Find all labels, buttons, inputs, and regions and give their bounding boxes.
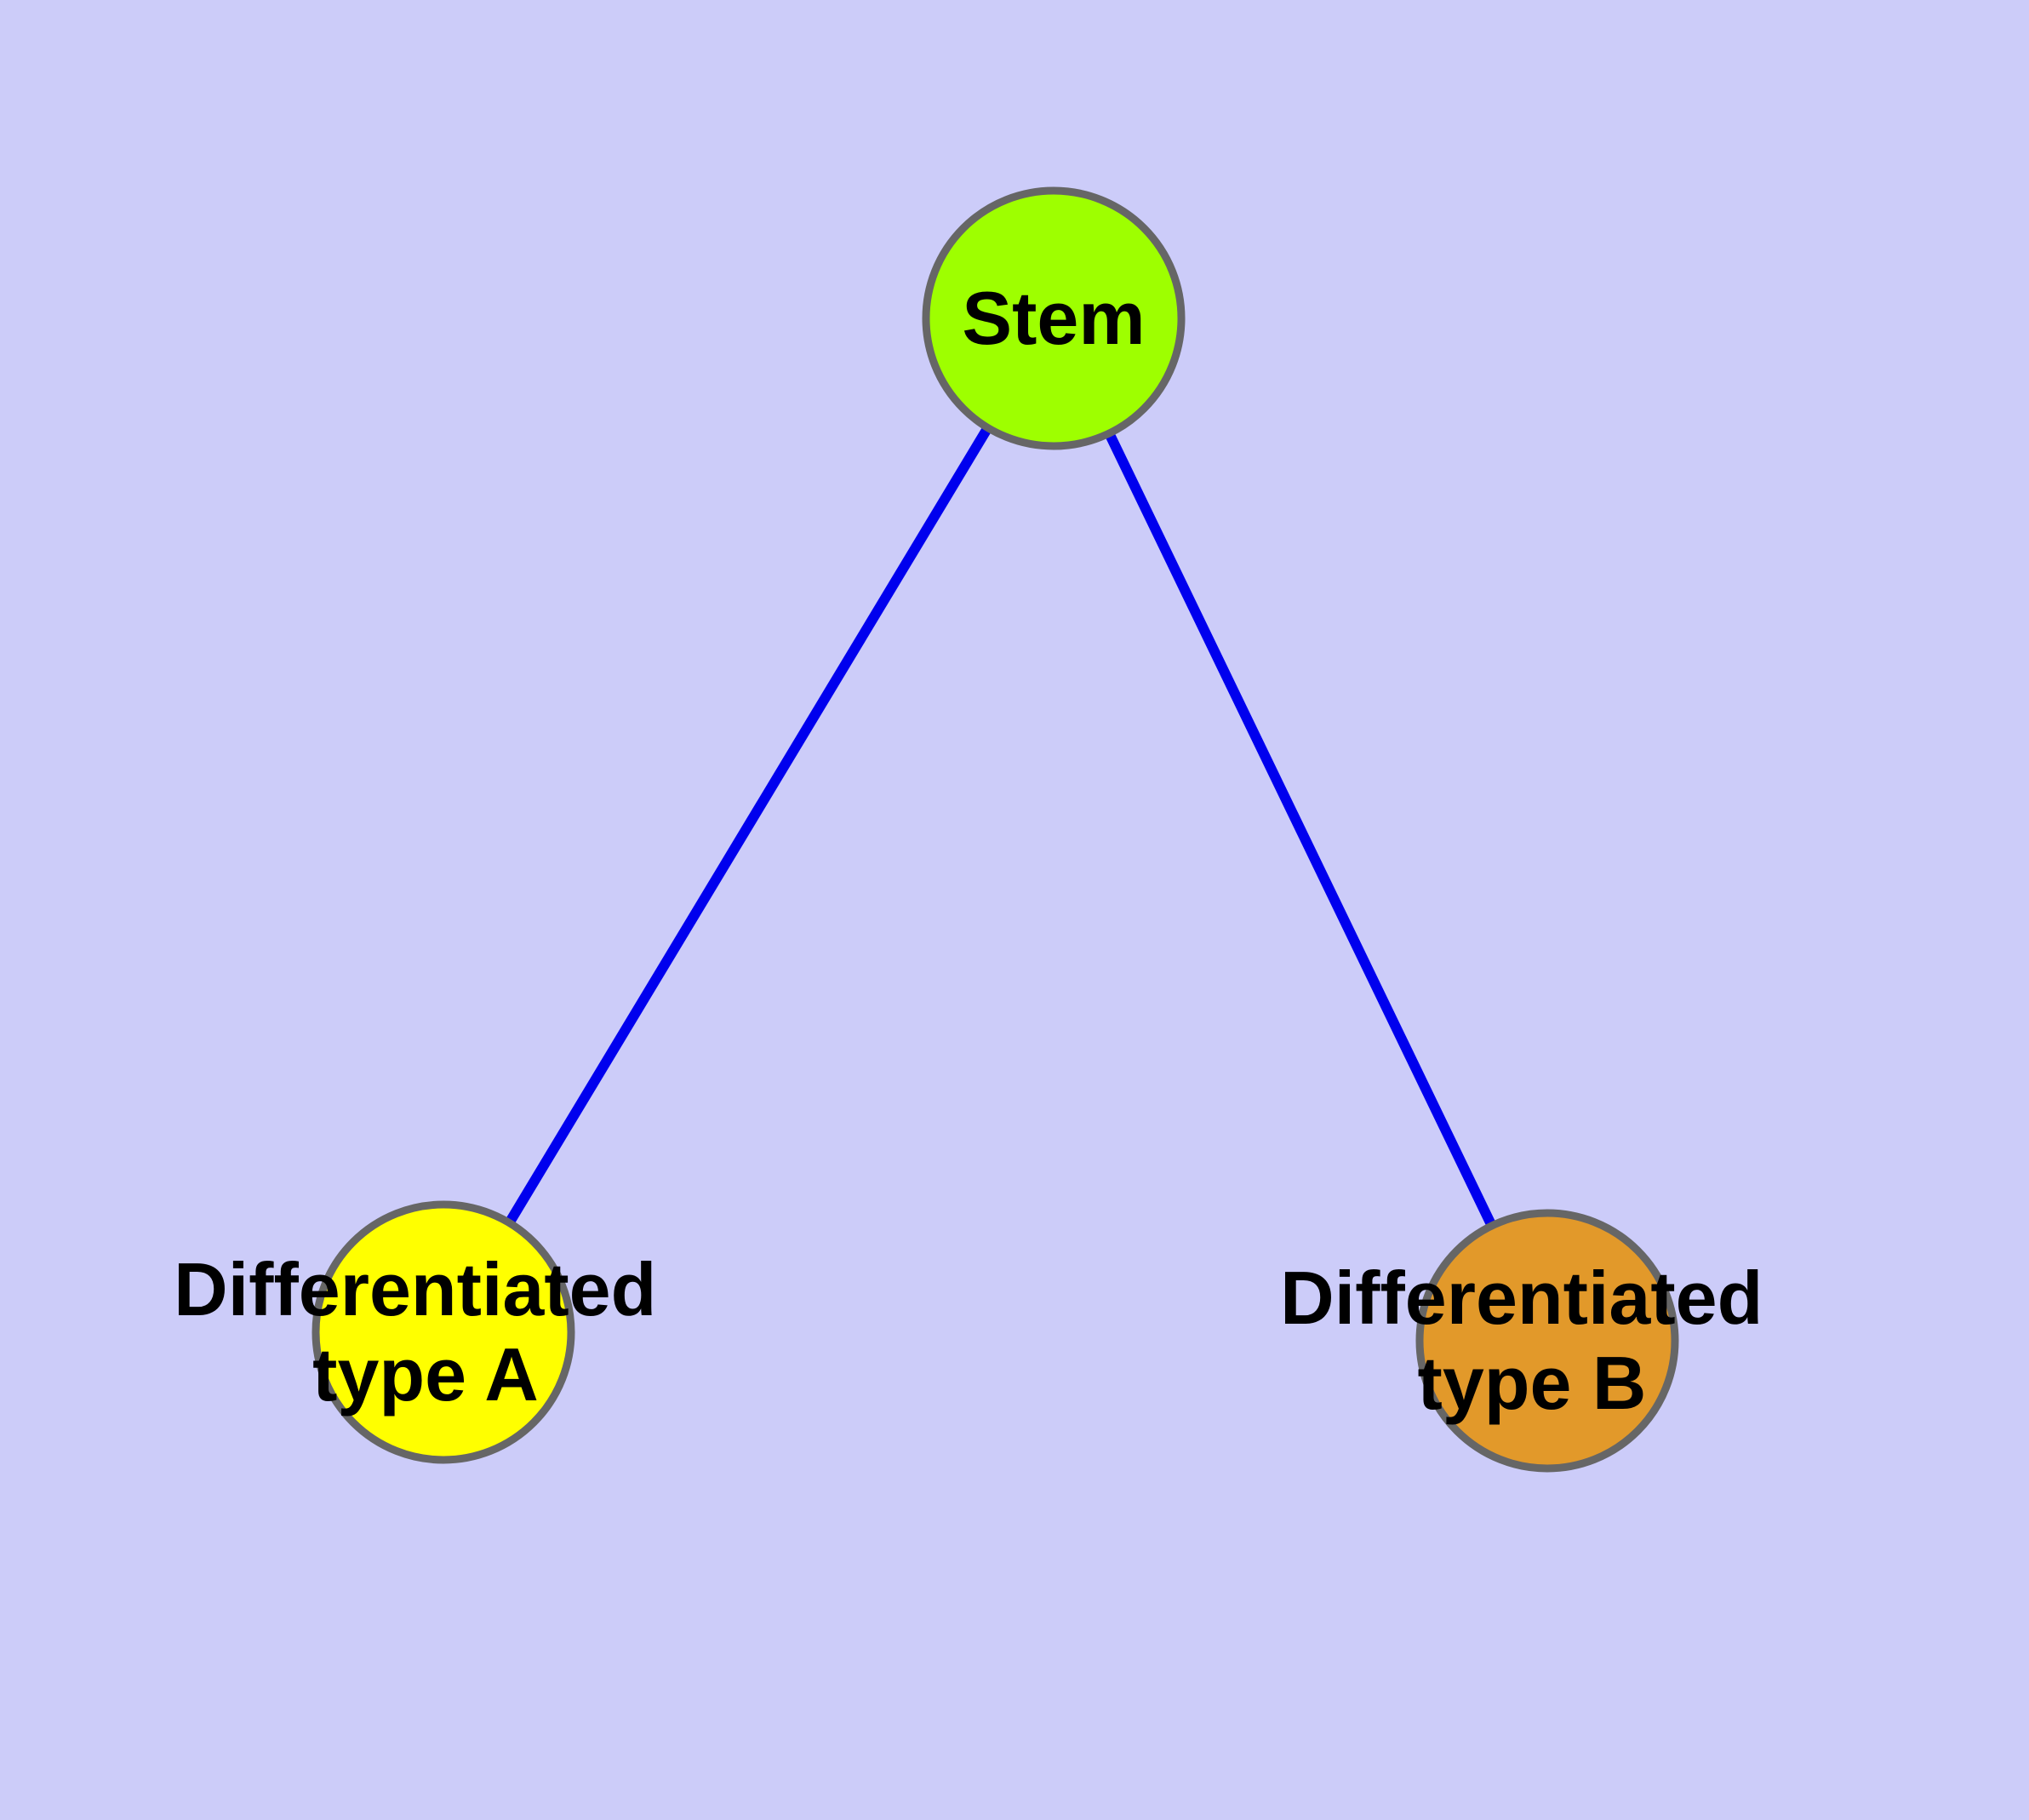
node-differentiated-type-a-circle[interactable] (311, 1200, 575, 1464)
edges-layer (438, 315, 1552, 1343)
node-differentiated-type-a-label: Differentiated type A (174, 1247, 677, 1417)
node-stem-label: Stem (962, 276, 1145, 360)
node-stem-label-line1: Stem (962, 276, 1145, 360)
nodes-layer (311, 186, 1679, 1473)
edge-stem-to-differentiated-type-b[interactable] (1049, 316, 1552, 1343)
node-differentiated-type-b-circle[interactable] (1415, 1209, 1679, 1473)
edge-stem-to-differentiated-type-a[interactable] (438, 315, 1059, 1336)
node-differentiated-type-b-label-line2: type B (1418, 1341, 1647, 1425)
node-differentiated-type-a-label-line1: Differentiated (174, 1247, 656, 1331)
labels-layer: Stem Differentiated type A Differentiate… (174, 276, 1784, 1425)
node-differentiated-type-b-label-line1: Differentiated (1280, 1256, 1763, 1340)
node-differentiated-type-b-label: Differentiated type B (1280, 1256, 1784, 1425)
node-differentiated-type-a-label-line2: type A (312, 1332, 539, 1417)
node-stem-circle[interactable] (922, 186, 1186, 450)
